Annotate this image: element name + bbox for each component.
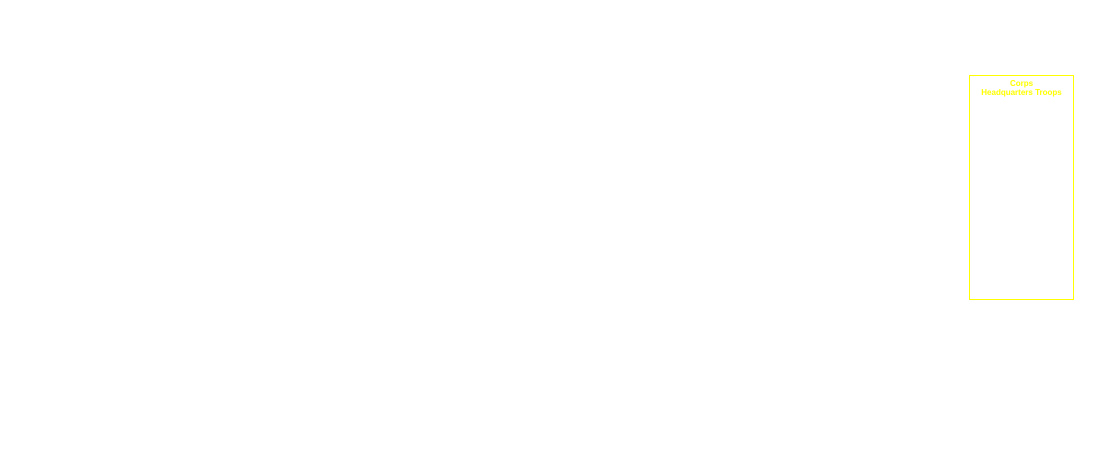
unit-title-line-2: Headquarters Troops: [981, 88, 1062, 97]
unit-title-line-1: Corps: [1009, 79, 1034, 88]
corps-headquarters-troops-box: Corps Headquarters Troops: [969, 75, 1074, 300]
unit-title: Corps Headquarters Troops: [970, 79, 1073, 97]
